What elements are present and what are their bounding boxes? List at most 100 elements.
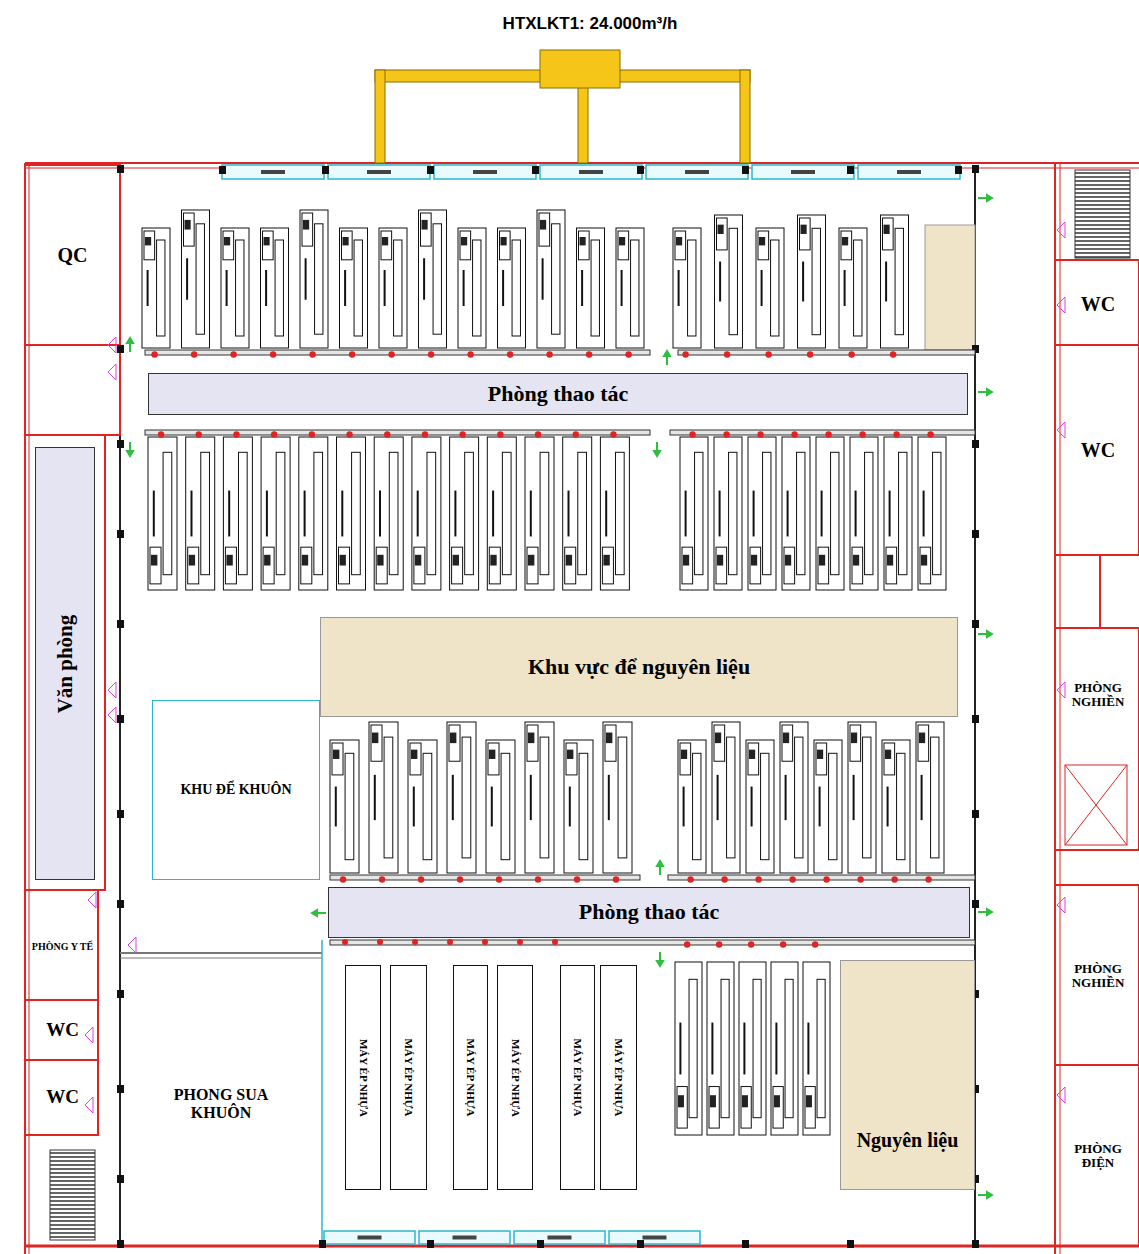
machine-body [148,437,177,590]
machine-display [450,733,456,744]
window-mark [579,170,603,174]
machine-barrel [863,737,871,858]
machine-mark [186,258,188,299]
rail-dot [893,431,899,437]
machine-symbol [537,210,565,358]
machine-mark [413,787,415,827]
stair-step [1075,224,1130,225]
door-mark [85,1027,93,1043]
column [972,810,979,818]
rail-dot [780,941,786,947]
door-mark [1057,422,1065,438]
room-name: PHÒNG NGHIỀN [1062,681,1134,710]
room-wall [25,890,98,1000]
window-mark [548,1236,572,1240]
machine-barrel [817,979,825,1117]
machine-mark [821,491,823,537]
machine-body [673,228,701,348]
machine-barrel [795,737,803,858]
column [637,1240,644,1248]
rail-dot [925,876,931,882]
rail-dot [546,351,552,357]
machine-mark [228,491,230,537]
exit-arrow [664,351,670,365]
machine-symbol [487,431,516,590]
rail-dot [716,941,722,947]
window-mark [643,1236,667,1240]
column [972,900,979,908]
machine-display [453,555,459,566]
machine-display [851,733,857,744]
exhaust-system-label: HTXLKT1: 24.000m³/h [503,14,678,34]
room-name: MÁY ÉP NHỰA [571,1038,583,1116]
machine-barrel [512,240,520,336]
wall [1060,163,1061,1254]
machine-panel [818,547,829,584]
stair-step [1075,248,1130,249]
rail-dot [158,431,164,437]
stair-step [1075,192,1130,193]
machine-body [714,437,742,590]
room-label: WC [27,1000,98,1060]
machine-display [264,237,270,245]
machine-display [528,733,534,744]
machine-barrel [433,224,441,334]
machine-display [145,237,151,245]
machine-mark [819,787,821,827]
machine-symbol [412,431,441,590]
stairs-outline [1075,170,1130,258]
machine-mark [853,775,855,820]
machine-mark [887,787,889,827]
machine-mark [530,491,532,537]
machine-panel [852,547,863,584]
machine-body [221,228,249,348]
room-label: WC [1057,262,1139,345]
machine-mark [384,270,386,306]
room-wall [25,165,120,345]
machine-mark [305,258,307,299]
stair-step [1075,176,1130,177]
rail-dot [684,941,690,947]
machine-display [606,733,612,744]
stair-step [50,1224,95,1225]
machine-body [675,962,702,1135]
column [117,810,124,818]
window-pane [434,165,536,179]
rail-dot [457,876,463,882]
machine-panel [500,231,511,260]
room-name: MÁY ÉP NHỰA [509,1038,521,1116]
stair-step [50,1192,95,1193]
machine-barrel [829,753,837,859]
machine-barrel [865,452,873,574]
machine-display [415,555,421,566]
room-wall [1055,885,1139,1065]
machine-body [600,437,629,590]
machine-barrel [314,452,323,574]
machine-symbol [419,210,447,358]
machine-panel [850,725,861,761]
machine-panel [144,231,155,260]
machine-barrel [631,240,639,336]
machine-display [681,750,687,759]
rail-dot [687,876,693,882]
machine-display [884,225,890,234]
machine-panel [758,231,769,260]
machine-panel [841,231,852,260]
machine-symbol [148,431,177,590]
machine-body [337,437,366,590]
machine-body [748,437,776,590]
machine-panel [816,743,827,775]
rail-dot [233,431,239,437]
room-name: Khu vực để nguyên liệu [528,655,750,679]
machine-barrel [831,452,839,574]
machine-barrel [238,452,247,574]
machine-display [303,220,309,230]
rail-dot [552,939,558,945]
room-name: MÁY ÉP NHỰA [402,1038,414,1116]
room-name: Nguyên liệu [857,1129,959,1151]
window-pane [324,1231,415,1244]
column [117,1175,124,1183]
machine-panel [800,218,811,250]
machine-mark [374,775,376,820]
machine-mark [452,775,454,820]
